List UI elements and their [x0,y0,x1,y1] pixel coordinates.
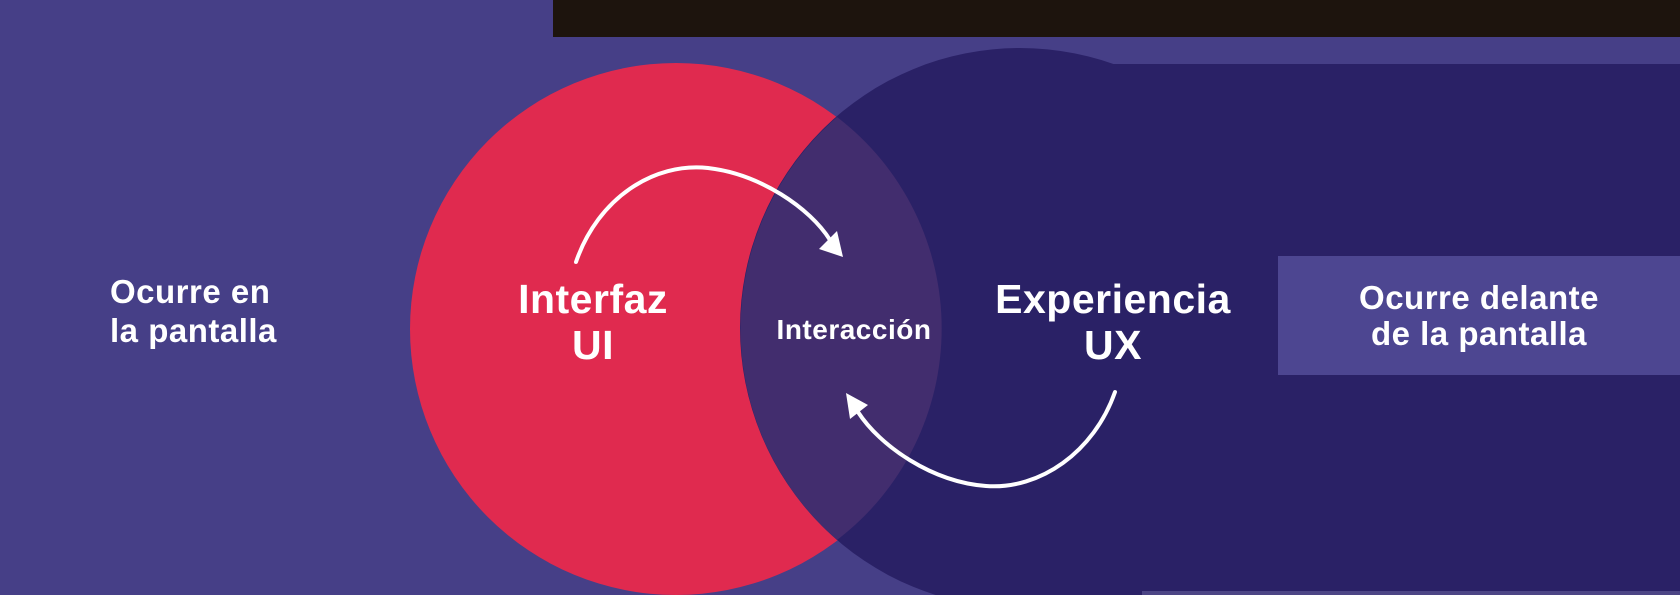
right-zone-label-line2: de la pantalla [1370,314,1588,352]
curved-arrow-left-icon [846,390,1117,489]
left-zone-label-line1: Ocurre en [110,273,271,310]
left-zone-label: Ocurre en la pantalla [110,272,430,350]
right-zone-label: Ocurre delante de la pantalla [1359,278,1599,352]
intersection-label-text: Interacción [776,314,932,345]
curved-arrow-right-icon [574,165,843,264]
intersection-lens-shape [740,117,942,540]
ui-circle-label: Interfaz UI [463,276,723,368]
ui-circle-label-line1: Interfaz [518,276,668,322]
bottom-right-strip [1142,591,1680,595]
right-zone-label-line1: Ocurre delante [1359,278,1599,316]
ux-circle-label-line1: Experiencia [995,276,1231,322]
right-zone-label-box: Ocurre delante de la pantalla [1278,256,1680,375]
ux-circle-label-line2: UX [1084,322,1142,368]
ux-circle-label: Experiencia UX [953,276,1273,368]
left-zone-label-line2: la pantalla [110,312,277,349]
top-black-bar [553,0,1680,37]
ui-circle-label-line2: UI [572,322,614,368]
intersection-label: Interacción [754,314,954,346]
